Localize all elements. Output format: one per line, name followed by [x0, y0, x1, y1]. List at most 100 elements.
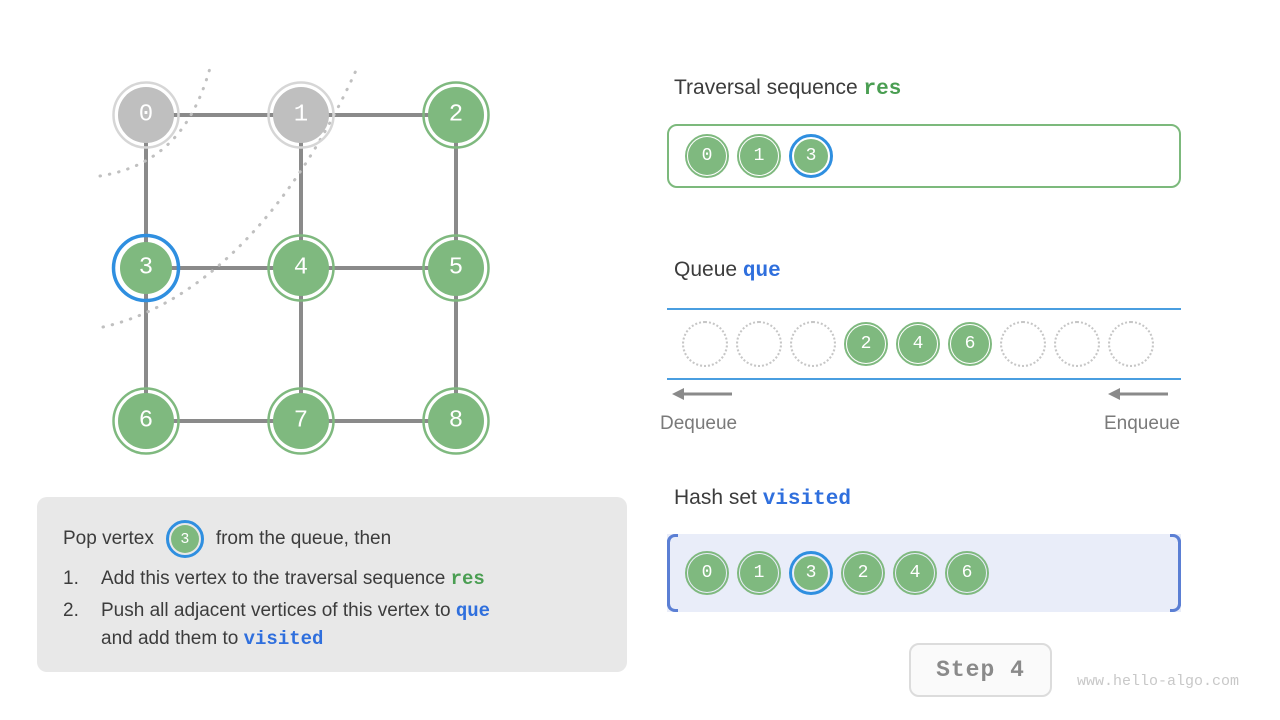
token-ring	[896, 322, 940, 366]
queue-title-code: que	[742, 260, 781, 283]
graph-node-3[interactable]: 3	[111, 233, 181, 303]
caption-step-1-number: 1.	[63, 568, 79, 589]
highlight-ring	[789, 134, 833, 178]
node-core	[428, 393, 484, 449]
visited-item: 6	[945, 551, 989, 595]
node-ring	[422, 234, 490, 302]
token-ring	[737, 551, 781, 595]
res-item: 1	[737, 134, 781, 178]
graph-node-6[interactable]: 6	[112, 387, 180, 455]
node-label: 6	[139, 408, 153, 435]
queue-item-label: 4	[899, 325, 937, 363]
queue-title-text: Queue	[674, 258, 738, 281]
queue-direction-arrows: Dequeue Enqueue	[660, 385, 1190, 445]
graph-node-0[interactable]: 0	[112, 81, 180, 149]
step-badge: Step 4	[909, 643, 1052, 697]
visited-item-label: 2	[844, 554, 882, 592]
graph-node-8[interactable]: 8	[422, 387, 490, 455]
node-core	[273, 393, 329, 449]
dequeue-label: Dequeue	[660, 413, 738, 434]
token-ring	[945, 551, 989, 595]
queue-rail-bottom	[667, 378, 1181, 380]
visited-item: 0	[685, 551, 729, 595]
graph-node-7[interactable]: 7	[267, 387, 335, 455]
queue-slot-empty	[1054, 321, 1100, 367]
enqueue-label: Enqueue	[1104, 413, 1181, 434]
node-label: 8	[449, 408, 463, 435]
res-title-code: res	[863, 78, 902, 101]
node-ring	[267, 387, 335, 455]
visited-item-label: 3	[794, 556, 828, 590]
token-ring	[737, 134, 781, 178]
graph-node-2[interactable]: 2	[422, 81, 490, 149]
caption-step-2-text: Push all adjacent vertices of this verte…	[101, 597, 601, 653]
queue-item: 4	[896, 322, 940, 366]
caption-lead-after: from the queue, then	[215, 528, 392, 549]
visited-brace-left	[667, 534, 681, 612]
watermark: www.hello-algo.com	[1077, 673, 1240, 690]
caption-step-1-code: res	[450, 568, 485, 590]
node-ring	[422, 387, 490, 455]
node-ring	[111, 233, 181, 303]
highlight-ring	[165, 520, 204, 558]
queue-item: 2	[844, 322, 888, 366]
caption-vertex-label: 3	[170, 525, 199, 553]
res-section-title: Traversal sequence res	[674, 76, 901, 101]
queue-item-label: 2	[847, 325, 885, 363]
visited-title-text: Hash set	[674, 486, 757, 509]
node-ring	[422, 81, 490, 149]
caption-step-2: 2. Push all adjacent vertices of this ve…	[63, 597, 601, 653]
res-item-label: 0	[688, 137, 726, 175]
node-label: 2	[449, 102, 463, 129]
queue-section-title: Queue que	[674, 258, 781, 283]
node-ring	[267, 81, 335, 149]
caption-box: Pop vertex 3 from the queue, then 1. Add…	[37, 497, 627, 672]
visited-item-label: 1	[740, 554, 778, 592]
node-ring	[112, 81, 180, 149]
token-ring	[841, 551, 885, 595]
caption-step-1: 1. Add this vertex to the traversal sequ…	[63, 565, 601, 593]
visited-item: 1	[737, 551, 781, 595]
node-core	[428, 240, 484, 296]
bfs-frontier-dotted-curves	[98, 64, 360, 329]
caption-headline: Pop vertex 3 from the queue, then	[63, 519, 601, 559]
caption-step-2-prefix: Push all adjacent vertices of this verte…	[101, 600, 456, 621]
queue-slot-empty	[736, 321, 782, 367]
caption-lead-before: Pop vertex	[63, 528, 154, 549]
visited-item-label: 0	[688, 554, 726, 592]
visited-item-label: 4	[896, 554, 934, 592]
queue-item-label: 6	[951, 325, 989, 363]
queue-slot-empty	[1000, 321, 1046, 367]
queue-slot-empty	[682, 321, 728, 367]
node-label: 7	[294, 408, 308, 435]
node-core	[273, 240, 329, 296]
graph-node-4[interactable]: 4	[267, 234, 335, 302]
graph-canvas: 0 1 2 3 4 5 6 7 8	[98, 64, 490, 455]
node-ring	[112, 387, 180, 455]
res-item: 0	[685, 134, 729, 178]
caption-steps-list: 1. Add this vertex to the traversal sequ…	[63, 565, 601, 653]
node-label: 4	[294, 255, 308, 282]
graph-panel: 0 1 2 3 4 5 6 7 8	[0, 0, 640, 490]
caption-step-2-line2-prefix: and add them to	[101, 628, 244, 649]
node-label: 5	[449, 255, 463, 282]
visited-section-title: Hash set visited	[674, 486, 851, 511]
enqueue-arrow-icon	[1108, 388, 1168, 400]
node-core	[118, 393, 174, 449]
visited-brace-right	[1167, 534, 1181, 612]
queue-slot-empty	[790, 321, 836, 367]
graph-node-1[interactable]: 1	[267, 81, 335, 149]
res-title-text: Traversal sequence	[674, 76, 858, 99]
graph-node-5[interactable]: 5	[422, 234, 490, 302]
visited-item-label: 6	[948, 554, 986, 592]
caption-step-1-text: Add this vertex to the traversal sequenc…	[101, 565, 601, 593]
node-core	[273, 87, 329, 143]
highlight-ring	[789, 551, 833, 595]
caption-vertex-node: 3	[165, 520, 204, 558]
caption-step-1-prefix: Add this vertex to the traversal sequenc…	[101, 568, 451, 589]
res-item-label: 3	[794, 139, 828, 173]
